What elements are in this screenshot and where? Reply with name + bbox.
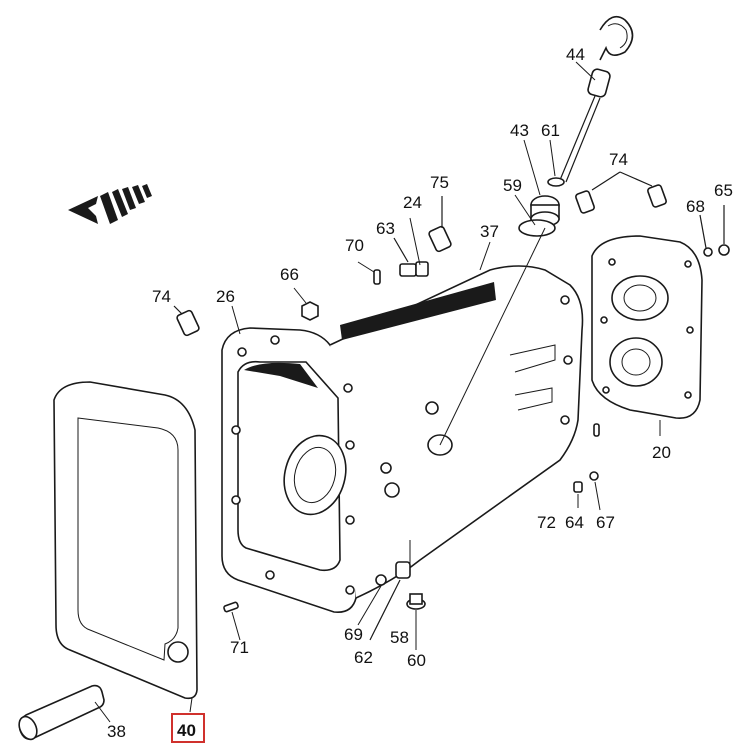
callout-20: 20 bbox=[652, 443, 671, 462]
pin-part-72 bbox=[593, 423, 600, 437]
callout-43: 43 bbox=[510, 121, 529, 140]
callout-65: 65 bbox=[714, 181, 733, 200]
callout-40: 40 bbox=[177, 721, 196, 740]
callout-26: 26 bbox=[216, 287, 235, 306]
callout-63: 63 bbox=[376, 219, 395, 238]
callout-70: 70 bbox=[345, 236, 364, 255]
washer-part-67 bbox=[589, 471, 599, 481]
sealing-ring-part-58 bbox=[406, 593, 426, 610]
callout-38: 38 bbox=[107, 722, 126, 741]
leader-lines bbox=[94, 61, 661, 723]
callout-69: 69 bbox=[344, 625, 363, 644]
callout-44: 44 bbox=[566, 45, 585, 64]
callout-75: 75 bbox=[430, 173, 449, 192]
callout-67: 67 bbox=[596, 513, 615, 532]
bolt-part-63 bbox=[393, 237, 429, 277]
dipstick-part-44 bbox=[559, 15, 634, 183]
transmission-housing-part-26 bbox=[221, 265, 584, 614]
callout-74-left: 74 bbox=[152, 287, 171, 306]
callout-37: 37 bbox=[480, 222, 499, 241]
bolt-part-64 bbox=[573, 481, 583, 493]
callout-61: 61 bbox=[541, 121, 560, 140]
dowel-tube-part-38 bbox=[18, 684, 105, 741]
callout-24: 24 bbox=[403, 193, 422, 212]
breather-part-74-right bbox=[575, 171, 667, 214]
end-cover-part-20 bbox=[591, 235, 703, 419]
callout-66: 66 bbox=[280, 265, 299, 284]
seal-part-61 bbox=[547, 177, 565, 187]
breather-part-75 bbox=[428, 196, 452, 253]
plug-part-65 bbox=[718, 205, 730, 256]
callout-60: 60 bbox=[407, 651, 426, 670]
dowel-part-71 bbox=[223, 601, 239, 613]
nut-part-66 bbox=[301, 301, 319, 321]
washer-part-69 bbox=[375, 574, 387, 586]
callout-59: 59 bbox=[503, 176, 522, 195]
callout-68: 68 bbox=[686, 197, 705, 216]
callout-62: 62 bbox=[354, 648, 373, 667]
highlight-box-40 bbox=[171, 713, 205, 743]
drain-plug-part-62 bbox=[369, 561, 411, 641]
direction-arrow-icon bbox=[68, 184, 152, 224]
pin-part-70 bbox=[373, 269, 381, 285]
filler-cap-part-59 bbox=[518, 195, 560, 237]
callout-58: 58 bbox=[390, 628, 409, 647]
callout-72: 72 bbox=[537, 513, 556, 532]
breather-part-74-left bbox=[173, 305, 200, 337]
callout-64: 64 bbox=[565, 513, 584, 532]
callout-74-top: 74 bbox=[609, 150, 628, 169]
callout-71: 71 bbox=[230, 638, 249, 657]
washer-part-68 bbox=[699, 214, 713, 257]
gasket-part-40 bbox=[53, 381, 198, 700]
